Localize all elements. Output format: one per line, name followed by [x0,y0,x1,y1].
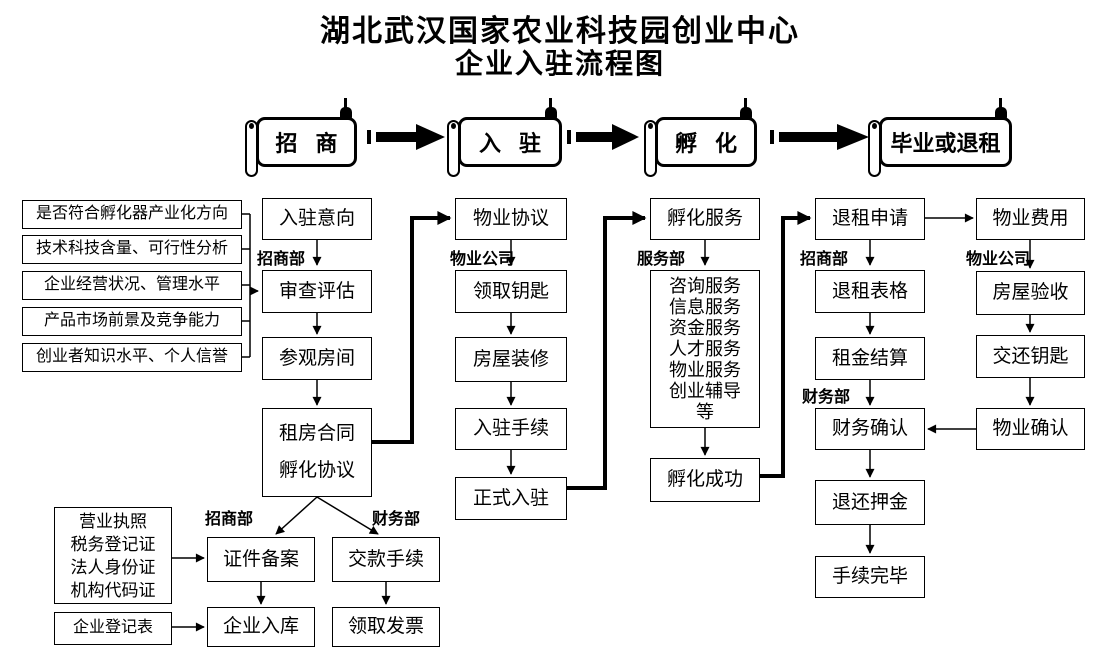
node-entry-intent: 入驻意向 [262,198,372,240]
doc-business-license: 营业执照 [79,511,147,531]
node-official-movein: 正式入驻 [455,477,567,520]
service-funding: 资金服务 [669,317,741,338]
dept-label-registration-recruit: 招商部 [205,511,254,528]
node-movein-procedure: 入驻手续 [455,408,567,450]
node-exit-form: 退租表格 [815,270,925,313]
service-etc: 等 [696,401,714,422]
phase-arrow-icon [367,124,445,150]
doc-legal-id: 法人身份证 [70,557,156,577]
node-criteria-1: 是否符合孵化器产业化方向 [22,200,242,229]
contract-line-incubation: 孵化协议 [278,459,355,481]
node-deposit-refund: 退还押金 [815,480,925,525]
scroll-body: 毕业或退租 [879,117,1012,167]
node-service-list: 咨询服务 信息服务 资金服务 人才服务 物业服务 创业辅导 等 [650,270,760,428]
phase-label: 毕业或退租 [890,131,1001,156]
node-incubation-success: 孵化成功 [650,458,760,502]
doc-org-code: 机构代码证 [70,580,156,600]
node-rent-settlement: 租金结算 [815,337,925,380]
node-procedure-complete: 手续完毕 [815,556,925,598]
scroll-body: 招商 [256,117,357,167]
scroll-body: 入驻 [458,117,562,167]
dept-label-property-exit: 物业公司 [966,251,1031,268]
node-payment-procedure: 交款手续 [332,537,440,582]
node-contracts: 租房合同 孵化协议 [262,408,372,497]
phase-arrow-icon [770,124,869,150]
scroll-roll-icon [447,120,460,177]
node-exit-apply: 退租申请 [815,198,925,240]
scroll-stem-icon [999,98,1002,109]
node-criteria-4: 产品市场前景及竞争能力 [22,307,242,336]
dept-label-exit-finance: 财务部 [802,389,851,406]
phase-label: 招商 [275,131,356,156]
node-property-agreement: 物业协议 [455,198,567,240]
node-get-keys: 领取钥匙 [455,270,567,313]
node-certificate-filing: 证件备案 [207,537,315,582]
node-receive-invoice: 领取发票 [332,607,440,647]
node-enterprise-form: 企业登记表 [54,612,172,645]
dept-label-property-company: 物业公司 [450,251,515,268]
dept-label-service: 服务部 [637,251,686,268]
node-property-fee: 物业费用 [976,198,1085,240]
page-title-line2: 企业入驻流程图 [454,49,665,80]
thin-arrows [172,213,1035,632]
service-coaching: 创业辅导 [669,380,741,401]
service-property: 物业服务 [669,359,741,380]
node-incubation-service: 孵化服务 [650,198,760,240]
scroll-roll-icon [245,120,258,177]
service-information: 信息服务 [669,296,741,317]
node-house-inspection: 房屋验收 [976,271,1085,315]
dept-label-registration-finance: 财务部 [372,511,421,528]
phase-label: 入驻 [478,131,559,156]
scroll-stem-icon [344,98,347,109]
scroll-roll-icon [644,120,657,177]
dept-label-exit-recruit: 招商部 [800,251,849,268]
node-visit-rooms: 参观房间 [262,337,372,380]
node-documents: 营业执照 税务登记证 法人身份证 机构代码证 [54,507,172,604]
phase-banner-graduate: 毕业或退租 [868,97,1012,177]
node-renovation: 房屋装修 [455,337,567,382]
node-review-assess: 审查评估 [262,270,372,313]
node-criteria-2: 技术科技含量、可行性分析 [22,235,242,264]
scroll-roll-icon [868,120,881,177]
node-enterprise-warehouse: 企业入库 [207,607,315,647]
phase-banner-movein: 入驻 [447,97,562,177]
phase-banner-recruit: 招商 [245,97,357,177]
criteria-bracket [242,213,251,358]
node-criteria-3: 企业经营状况、管理水平 [22,271,242,300]
node-criteria-5: 创业者知识水平、个人信誉 [22,343,242,372]
node-property-confirm: 物业确认 [976,408,1085,450]
page-title-line1: 湖北武汉国家农业科技园创业中心 [320,15,800,48]
node-return-keys: 交还钥匙 [976,335,1085,378]
phase-banner-incubation: 孵化 [644,97,757,177]
service-consulting: 咨询服务 [669,275,741,296]
phase-arrow-icon [567,124,639,150]
node-finance-confirm: 财务确认 [815,408,925,450]
scroll-stem-icon [549,98,552,109]
service-talent: 人才服务 [669,338,741,359]
dept-label-recruit: 招商部 [257,251,306,268]
scroll-body: 孵化 [655,117,757,167]
thick-elbow-connectors [372,211,812,490]
phase-label: 孵化 [674,131,755,156]
scroll-stem-icon [744,98,747,109]
doc-tax-certificate: 税务登记证 [70,534,156,554]
contract-line-rent: 租房合同 [278,423,355,445]
